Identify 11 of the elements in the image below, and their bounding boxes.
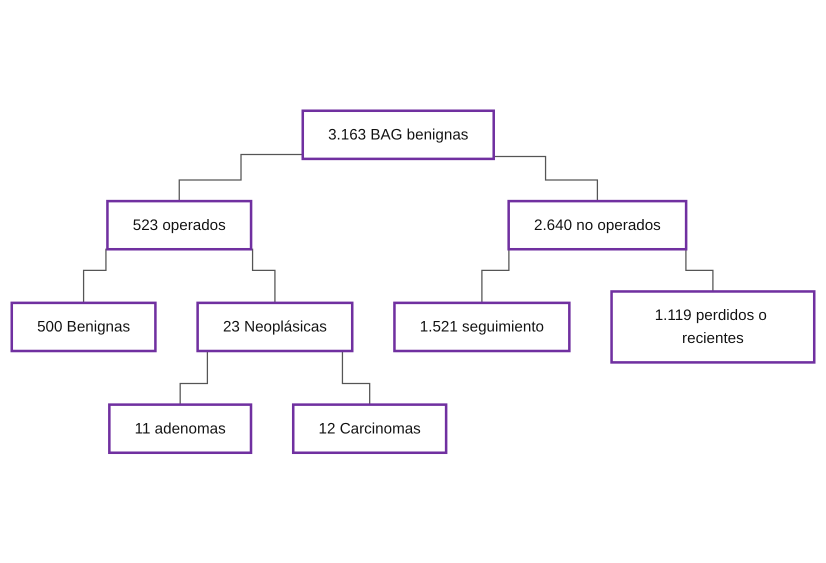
node-box: 23 Neoplásicas <box>196 301 354 352</box>
node-box: 1.521 seguimiento <box>393 301 571 352</box>
node-box: 523 operados <box>106 200 252 250</box>
connector <box>494 156 598 202</box>
node-box: 2.640 no operados <box>507 200 688 250</box>
node-box: 1.119 perdidos o recientes <box>610 290 816 364</box>
connector <box>178 154 303 202</box>
node-box: 500 Benignas <box>10 301 157 352</box>
node-box: 11 adenomas <box>108 403 252 454</box>
node-box: 12 Carcinomas <box>292 403 448 454</box>
node-box: 3.163 BAG benignas <box>302 109 495 160</box>
